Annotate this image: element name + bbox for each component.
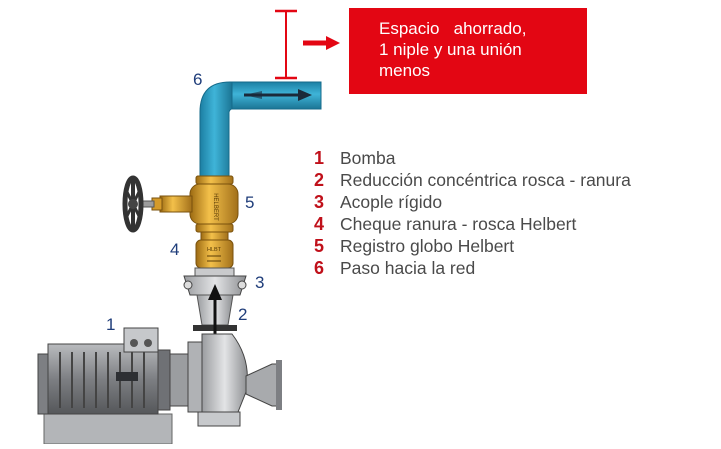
legend-number: 5 <box>314 236 325 256</box>
legend-item: 3 Acople rígido <box>314 192 719 214</box>
legend-label: Bomba <box>340 148 396 168</box>
parts-legend: 1 Bomba 2 Reducción concéntrica rosca - … <box>314 148 719 280</box>
callout-line-2: 1 niple y una unión <box>379 40 522 59</box>
callout-line-1: Espacio ahorrado, <box>379 19 527 38</box>
concentric-reducer <box>193 284 237 335</box>
legend-number: 6 <box>314 258 325 278</box>
marker-5: 5 <box>245 193 255 212</box>
legend-item: 1 Bomba <box>314 148 719 170</box>
check-valve: HLBT <box>195 231 234 269</box>
legend-label: Cheque ranura - rosca Helbert <box>340 214 577 234</box>
legend-number: 3 <box>314 192 325 212</box>
marker-3: 3 <box>255 273 265 292</box>
legend-label: Paso hacia la red <box>340 258 476 278</box>
legend-label: Acople rígido <box>340 192 443 212</box>
callout-line-3: menos <box>379 61 431 80</box>
legend-item: 4 Cheque ranura - rosca Helbert <box>314 214 719 236</box>
globe-valve-mark: HELBERT <box>212 193 218 221</box>
network-pipe <box>199 81 322 181</box>
check-valve-mark: HLBT <box>207 247 222 253</box>
space-saved-dimension <box>275 9 340 80</box>
globe-valve: HELBERT <box>122 175 239 233</box>
legend-item: 6 Paso hacia la red <box>314 258 719 280</box>
marker-1: 1 <box>106 315 116 334</box>
legend-number: 4 <box>314 214 325 234</box>
handwheel-icon <box>122 175 144 233</box>
pump-assembly <box>37 327 282 445</box>
legend-item: 5 Registro globo Helbert <box>314 236 719 258</box>
legend-number: 2 <box>314 170 325 190</box>
marker-6: 6 <box>193 70 203 89</box>
space-saved-callout: Espacio ahorrado, 1 niple y una unión me… <box>349 8 587 94</box>
legend-label: Reducción concéntrica rosca - ranura <box>340 170 631 190</box>
marker-2: 2 <box>238 305 248 324</box>
legend-label: Registro globo Helbert <box>340 236 515 256</box>
marker-4: 4 <box>170 240 180 259</box>
legend-item: 2 Reducción concéntrica rosca - ranura <box>314 170 719 192</box>
legend-number: 1 <box>314 148 325 168</box>
